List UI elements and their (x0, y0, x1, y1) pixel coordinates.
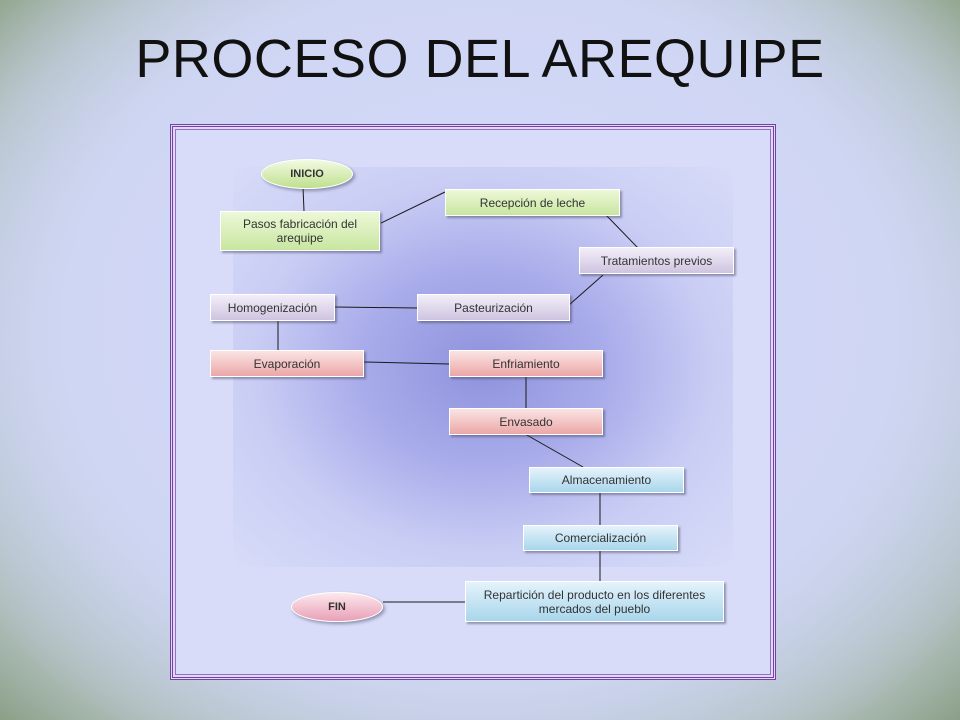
step-label: Almacenamiento (561, 473, 652, 487)
start-node: INICIO (261, 159, 353, 189)
diagram-frame: INICIO Pasos fabricación del arequipe Re… (170, 124, 776, 680)
step-label: Recepción de leche (479, 195, 586, 210)
slide-title: PROCESO DEL AREQUIPE (135, 29, 825, 89)
step-pasos-fabricacion: Pasos fabricación del arequipe (220, 211, 380, 251)
connector-inicio-pasos (302, 186, 305, 212)
step-label: Tratamientos previos (600, 253, 713, 268)
step-reparticion: Repartición del producto en los diferent… (465, 581, 724, 622)
step-label: Pasteurización (454, 300, 533, 315)
step-envasado: Envasado (449, 408, 603, 435)
end-node: FIN (291, 592, 383, 622)
step-tratamientos-previos: Tratamientos previos (579, 247, 734, 274)
step-evaporacion: Evaporación (210, 350, 364, 377)
step-label: Envasado (499, 414, 553, 429)
connector-pasos-recepcion (380, 191, 446, 224)
step-recepcion-leche: Recepción de leche (445, 189, 620, 216)
connector-lines (277, 186, 639, 603)
step-pasteurizacion: Pasteurización (417, 294, 570, 321)
step-label: Pasos fabricación del arequipe (242, 217, 358, 245)
step-homogenizacion: Homogenización (210, 294, 335, 321)
step-label: Comercialización (554, 531, 647, 545)
connector-evaporacion-enfriamiento (363, 361, 450, 365)
end-node-label: FIN (328, 601, 346, 613)
connector-tratamientos-pasteurizacion (568, 274, 604, 306)
step-enfriamiento: Enfriamiento (449, 350, 603, 377)
step-label: Repartición del producto en los diferent… (483, 587, 706, 616)
step-comercializacion: Comercialización (523, 525, 678, 551)
step-almacenamiento: Almacenamiento (529, 467, 684, 493)
step-label: Homogenización (227, 300, 318, 315)
step-label: Enfriamiento (492, 356, 560, 371)
connector-recepcion-tratamientos (605, 214, 639, 249)
connector-pasteurizacion-homogenizacion (334, 306, 418, 309)
connector-envasado-almacenamiento (524, 433, 584, 468)
step-label: Evaporación (253, 356, 321, 371)
start-node-label: INICIO (290, 168, 324, 180)
